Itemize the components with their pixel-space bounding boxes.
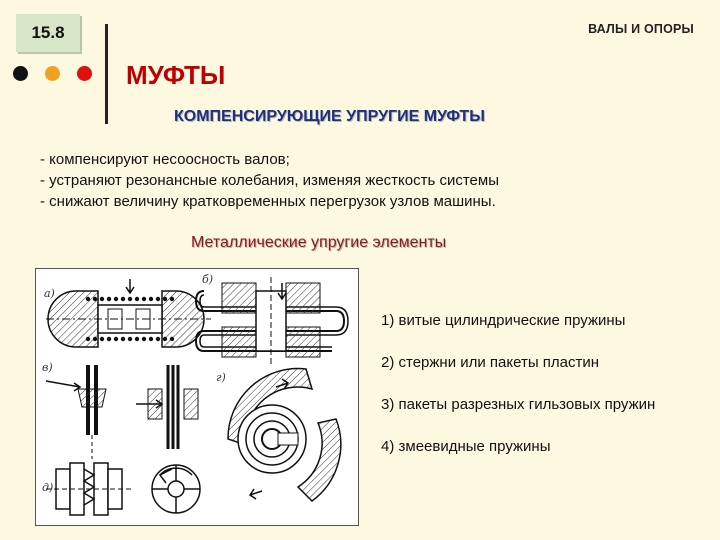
caption-d: д) bbox=[42, 481, 53, 494]
caption-a: а) bbox=[44, 287, 55, 300]
property-item: - устраняют резонансные колебания, измен… bbox=[40, 172, 499, 189]
element-types-list: 1) витые цилиндрические пружины 2) стерж… bbox=[381, 310, 701, 478]
slide-number-text: 15.8 bbox=[31, 23, 65, 42]
page-subtitle: КОМПЕНСИРУЮЩИЕ УПРУГИЕ МУФТЫ bbox=[174, 108, 485, 125]
section-title: Металлические упругие элементы bbox=[191, 234, 447, 251]
property-list: - компенсируют несоосность валов; - устр… bbox=[40, 149, 499, 212]
section-header: ВАЛЫ И ОПОРЫ bbox=[588, 22, 694, 36]
coil-spring-coupling-drawing: а) bbox=[44, 279, 211, 348]
serpentine-spring-coupling-drawing: д) bbox=[42, 462, 201, 516]
caption-b: б) bbox=[202, 273, 213, 286]
plate-pack-coupling-drawing: б) bbox=[194, 273, 349, 365]
slide-number: 15.8 bbox=[16, 14, 80, 52]
rod-coupling-drawing: в) bbox=[42, 361, 199, 459]
decorative-dots bbox=[13, 66, 92, 81]
property-item: - снижают величину кратковременных перег… bbox=[40, 193, 496, 210]
element-type-item: 1) витые цилиндрические пружины bbox=[381, 312, 626, 329]
element-type-item: 3) пакеты разрезных гильзовых пружин bbox=[381, 396, 656, 413]
caption-v: в) bbox=[42, 361, 53, 374]
orange-dot-icon bbox=[45, 66, 60, 81]
property-item: - компенсируют несоосность валов; bbox=[40, 151, 290, 168]
red-dot-icon bbox=[77, 66, 92, 81]
element-type-item: 2) стержни или пакеты пластин bbox=[381, 354, 600, 371]
vertical-divider bbox=[105, 24, 108, 124]
element-type-item: 4) змеевидные пружины bbox=[381, 438, 551, 455]
coupling-elements-figure: а) б) bbox=[35, 268, 359, 526]
slotted-sleeve-coupling-drawing: г) bbox=[216, 367, 342, 502]
black-dot-icon bbox=[13, 66, 28, 81]
caption-g: г) bbox=[216, 371, 226, 384]
page-title: МУФТЫ bbox=[126, 60, 226, 90]
